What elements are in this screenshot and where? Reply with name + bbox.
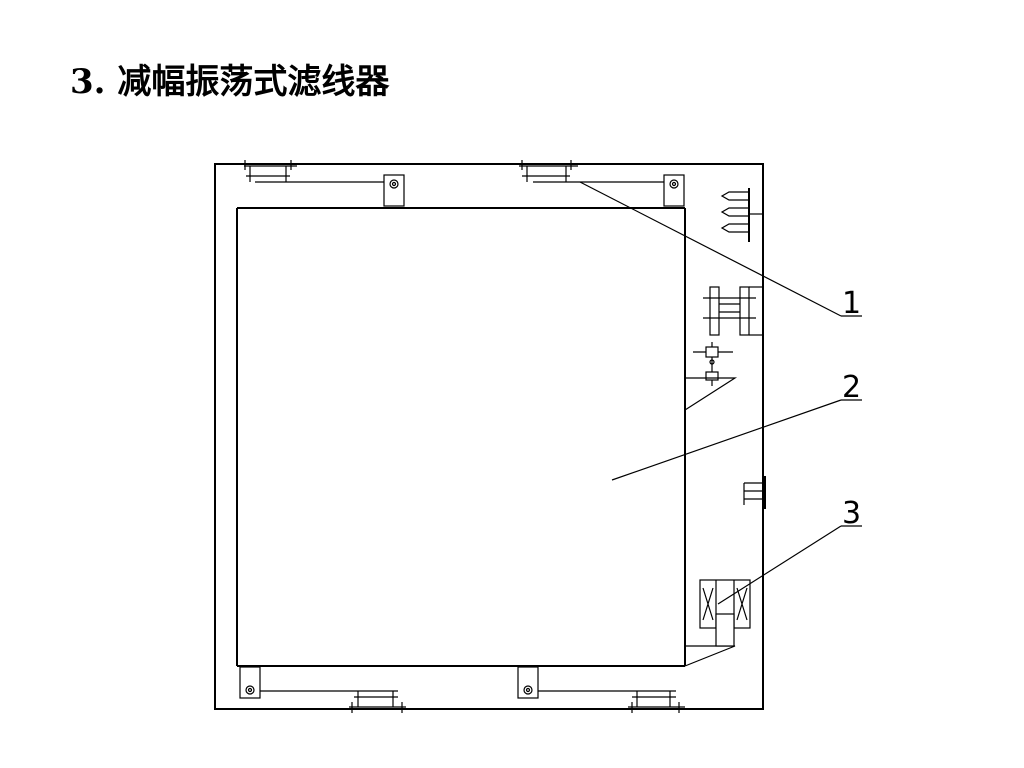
spring-mount-top-left bbox=[244, 160, 405, 207]
spring-mount-bottom-right bbox=[517, 666, 685, 713]
side-mechanism bbox=[703, 284, 764, 340]
coil-electromagnet bbox=[699, 579, 751, 647]
callout-3: 3 bbox=[842, 496, 861, 531]
outer-frame bbox=[214, 163, 764, 710]
side-hooks bbox=[720, 188, 763, 242]
pivot-screw bbox=[684, 342, 738, 411]
callout-1: 1 bbox=[842, 286, 861, 321]
callout-2: 2 bbox=[842, 370, 861, 405]
inner-panel bbox=[236, 207, 686, 667]
bottom-wedge bbox=[684, 645, 736, 667]
slide-title: 3. 减幅振荡式滤线器 bbox=[70, 62, 390, 102]
spring-mount-top-right bbox=[519, 160, 685, 207]
side-bracket bbox=[743, 476, 766, 509]
spring-mount-bottom-left bbox=[239, 666, 406, 713]
leader-lines bbox=[579, 181, 862, 605]
